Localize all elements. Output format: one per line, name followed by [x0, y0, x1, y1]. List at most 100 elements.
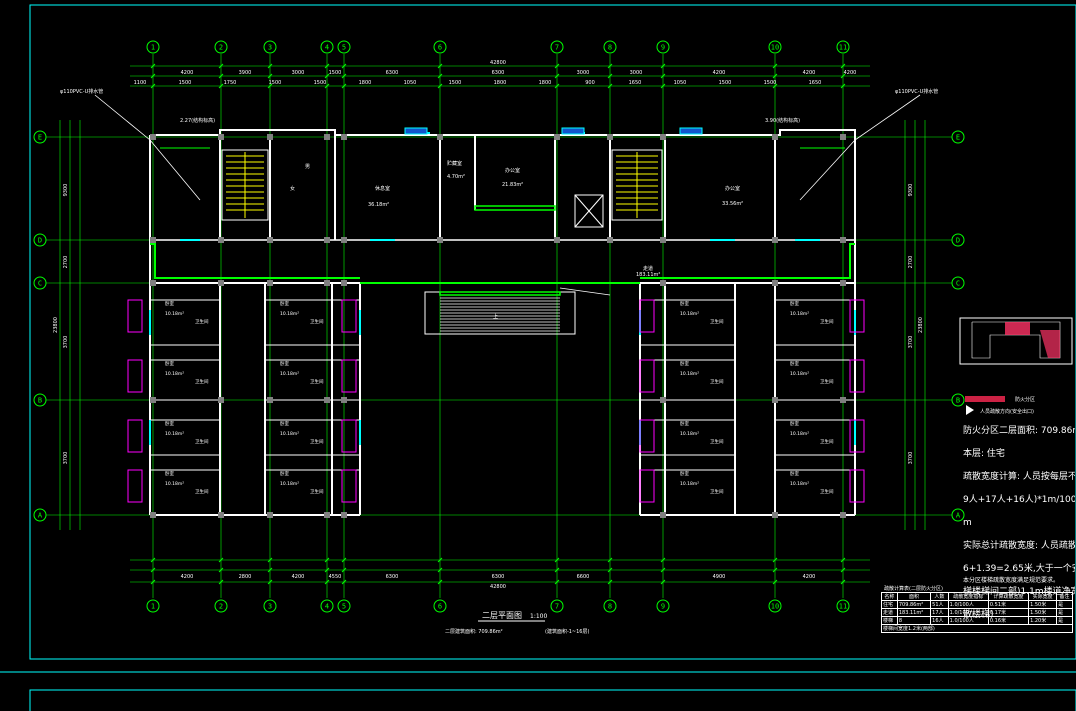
axis-label: 1 — [151, 44, 155, 52]
column — [772, 134, 778, 140]
room-area: 10.18m² — [680, 311, 699, 317]
key-plan — [959, 317, 1073, 365]
label-office1-area: 21.83m² — [502, 182, 523, 188]
table-header: 备注 — [1056, 592, 1073, 601]
dimension-text: 1800 — [539, 80, 552, 86]
highlight-rooms — [127, 299, 865, 503]
dimension-tick — [554, 579, 560, 585]
label-lounge-area: 36.18m² — [368, 202, 389, 208]
window-frame — [679, 127, 703, 135]
room-label: 卧室 — [165, 420, 174, 427]
dimension-tick — [554, 73, 560, 79]
table-header: 人数 — [930, 592, 949, 601]
table-title: 疏散计算表(二层防火分区) — [884, 586, 943, 592]
dimension-tick — [437, 567, 443, 573]
dimension-text: 6600 — [577, 574, 590, 580]
axis-bubble — [433, 599, 447, 613]
axis-bubble — [603, 599, 617, 613]
table-cell: 1.50米 — [1028, 608, 1058, 617]
table-footer-row: 楼梯间宽度1.2米(两部) — [881, 624, 1073, 633]
dimension-text: 3700 — [908, 336, 914, 349]
table-header-row: 名称 面积 人数 疏散宽度指标 计算疏散宽度 实际宽度 备注 — [881, 592, 1073, 601]
column — [341, 280, 347, 286]
dimension-text: 1750 — [224, 80, 237, 86]
dimension-text: 1500 — [314, 80, 327, 86]
drawing-frame — [29, 4, 1076, 660]
axis-label: C — [956, 280, 960, 288]
table-row: 走道 183.11m² 17人 1.0/100人 0.17米 1.50米 是 — [881, 608, 1073, 617]
axis-label: 1 — [151, 603, 155, 611]
dimension-text: 3700 — [63, 452, 69, 465]
room-label: 卧室 — [280, 360, 289, 367]
room-label: 卧室 — [280, 470, 289, 477]
note-line: 疏散宽度计算: 人员按每层不小于5=1 — [963, 472, 1075, 482]
label-storage-area: 4.70m² — [447, 174, 465, 180]
dimension-text: 2700 — [63, 256, 69, 269]
dimension-tick — [607, 73, 613, 79]
column — [772, 397, 778, 403]
highlight-room — [849, 419, 865, 453]
notes-summary: 本分区楼梯疏散宽度满足规范要求。 — [963, 577, 1060, 584]
dimension-text: 3000 — [292, 70, 305, 76]
column — [840, 397, 846, 403]
dimension-text: 1500 — [269, 80, 282, 86]
column — [554, 237, 560, 243]
highlight-room — [849, 359, 865, 393]
room-label: 卧室 — [280, 420, 289, 427]
table-cell: 是 — [1056, 600, 1073, 609]
dimension-text: 1500 — [764, 80, 777, 86]
column — [218, 512, 224, 518]
dimension-tick — [840, 73, 846, 79]
column — [341, 512, 347, 518]
table-row: 楼梯 8 16人 1.0/100人 0.16米 1.20米 是 — [881, 616, 1073, 625]
column — [772, 237, 778, 243]
axis-bubble — [146, 40, 160, 54]
room-partitions — [150, 299, 855, 471]
label-step-left: 2.27(结构标高) — [180, 117, 215, 124]
leader-lines — [94, 94, 921, 296]
window-frame — [561, 127, 585, 135]
axis-label: B — [956, 397, 960, 405]
dimension-text: 4550 — [329, 574, 342, 580]
highlight-room — [341, 419, 357, 453]
table-header: 面积 — [896, 592, 932, 601]
room-area: 10.18m² — [680, 431, 699, 437]
room-area: 10.18m² — [680, 481, 699, 487]
note-line: m — [963, 518, 972, 528]
table-cell: 是 — [1056, 608, 1073, 617]
dimension-text: 2800 — [239, 574, 252, 580]
bath-label: 卫生间 — [820, 378, 834, 385]
dimension-tick — [772, 567, 778, 573]
column — [840, 512, 846, 518]
dimension-tick — [607, 579, 613, 585]
axis-label: 10 — [771, 44, 779, 52]
dimension-tick — [324, 567, 330, 573]
dimension-text: 6300 — [386, 574, 399, 580]
bath-label: 卫生间 — [820, 318, 834, 325]
dimension-tick — [607, 567, 613, 573]
column — [660, 237, 666, 243]
axis-bubble — [33, 233, 47, 247]
dimension-tick — [267, 557, 273, 563]
axis-label: C — [38, 280, 42, 288]
axis-label: D — [956, 237, 960, 245]
axis-bubble — [320, 599, 334, 613]
table-cell: 51人 — [930, 600, 949, 609]
axis-label: 7 — [555, 44, 559, 52]
dimension-tick — [660, 557, 666, 563]
column — [150, 512, 156, 518]
axis-bubble — [433, 40, 447, 54]
column — [324, 237, 330, 243]
axis-bubble — [768, 599, 782, 613]
dimension-tick — [772, 73, 778, 79]
column — [341, 134, 347, 140]
label-corridor-area: 183.11m² — [636, 272, 660, 278]
dimension-text: 4900 — [713, 574, 726, 580]
dimension-tick — [554, 567, 560, 573]
dimension-text: 4200 — [181, 574, 194, 580]
column — [150, 397, 156, 403]
axis-bubble — [836, 599, 850, 613]
bath-label: 卫生间 — [710, 318, 724, 325]
bath-label: 卫生间 — [195, 488, 209, 495]
bath-label: 卫生间 — [710, 438, 724, 445]
